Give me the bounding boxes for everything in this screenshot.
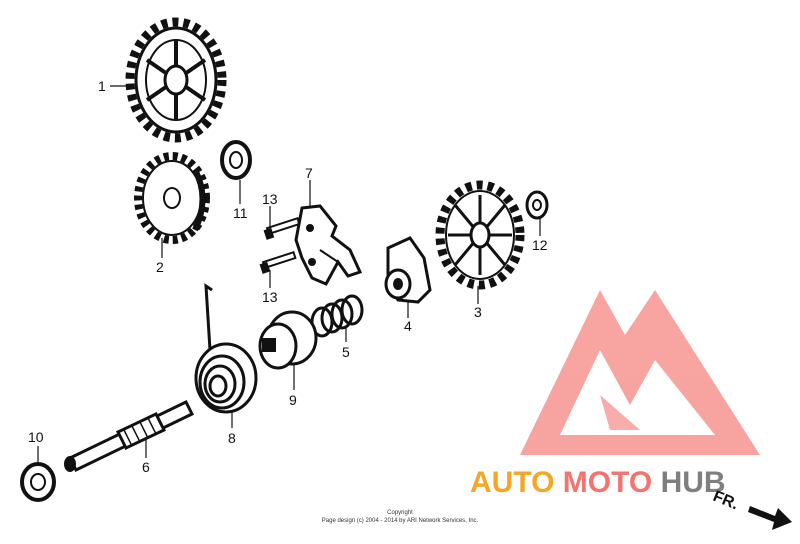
front-direction-indicator: FR. — [711, 488, 792, 530]
label-part-3: 3 — [474, 304, 482, 320]
watermark-logo — [520, 290, 760, 455]
washer-part-10 — [20, 462, 56, 502]
gear-part-2 — [134, 152, 210, 244]
label-part-9: 9 — [289, 392, 297, 408]
svg-text:AUTO MOTO HUB: AUTO MOTO HUB — [470, 466, 726, 499]
ratchet-part-4 — [384, 236, 432, 304]
copyright-title: Copyright — [387, 510, 413, 516]
watermark-moto: MOTO — [563, 466, 652, 499]
coil-spring-part-8 — [194, 283, 258, 414]
label-part-7: 7 — [305, 165, 313, 181]
leader-lines — [37, 85, 541, 464]
gear-part-1 — [125, 17, 227, 143]
watermark-hub: HUB — [661, 466, 726, 499]
label-part-6: 6 — [142, 459, 150, 475]
copyright-text: Page design (c) 2004 - 2014 by ARI Netwo… — [322, 518, 479, 524]
label-part-13-upper: 13 — [262, 191, 278, 207]
gear-part-3 — [435, 180, 525, 290]
label-part-4: 4 — [404, 318, 412, 334]
bolt-part-13-upper — [263, 216, 301, 240]
spindle-part-6 — [64, 400, 195, 472]
washer-part-12 — [525, 190, 549, 220]
label-part-1: 1 — [98, 78, 106, 94]
label-part-13-lower: 13 — [262, 289, 278, 305]
logo-triangle-icon — [520, 290, 760, 455]
fr-label: FR. — [711, 488, 741, 513]
spring-part-5 — [310, 294, 364, 338]
label-part-5: 5 — [342, 344, 350, 360]
label-part-8: 8 — [228, 430, 236, 446]
label-part-10: 10 — [28, 429, 44, 445]
bolt-part-13-lower — [259, 250, 297, 274]
label-part-2: 2 — [156, 259, 164, 275]
label-part-11: 11 — [233, 205, 248, 221]
drum-part-9 — [258, 310, 318, 370]
washer-part-11 — [220, 140, 252, 180]
label-part-12: 12 — [532, 237, 548, 253]
bracket-part-7 — [294, 204, 363, 286]
watermark-text: AUTO MOTO HUB — [470, 466, 726, 499]
watermark-auto: AUTO — [470, 466, 554, 499]
arrow-right-icon — [748, 506, 792, 530]
